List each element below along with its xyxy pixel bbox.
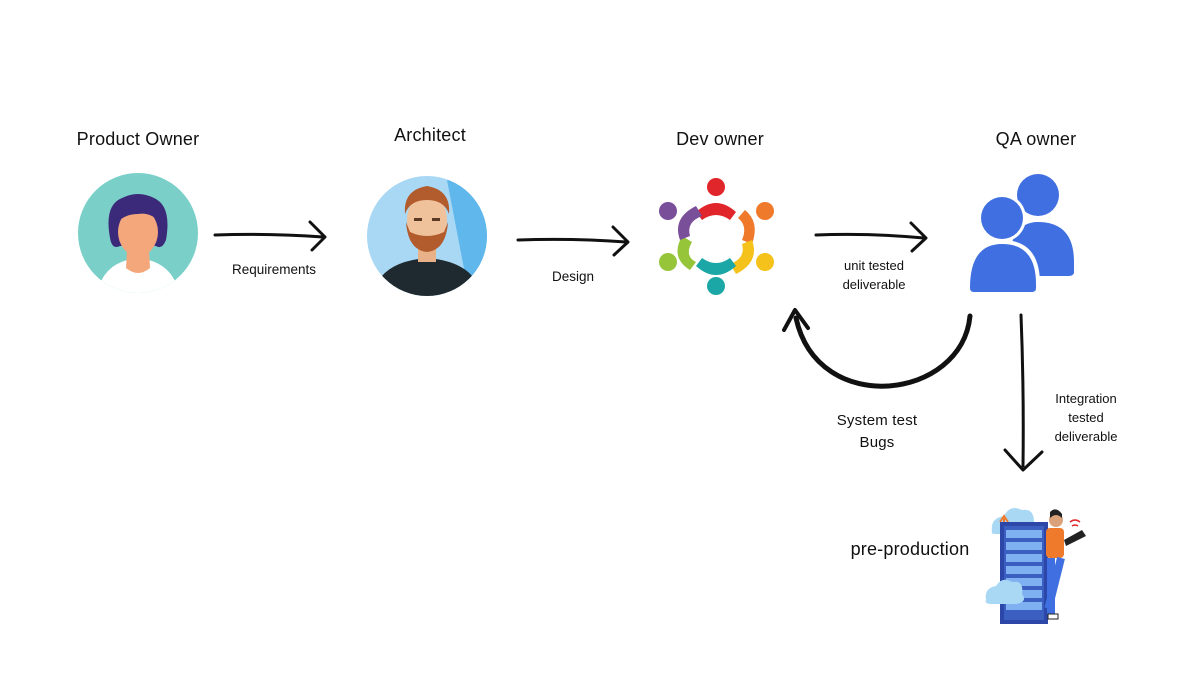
woman-avatar-icon — [78, 173, 198, 293]
arrow-unit-tested — [814, 221, 928, 253]
integration-line-3: deliverable — [1054, 429, 1118, 444]
unit-tested-line-1: unit tested — [844, 258, 904, 273]
arrow-requirements — [213, 220, 327, 252]
unit-tested-edge-label: unit tested deliverable — [820, 256, 928, 294]
requirements-edge-label: Requirements — [231, 262, 317, 277]
cloud-icon — [985, 579, 1024, 604]
system-test-bugs-edge-label: System test Bugs — [812, 410, 942, 454]
person-with-laptop-icon — [1044, 509, 1086, 620]
team-circle-icon — [659, 178, 774, 295]
design-edge-label: Design — [551, 269, 595, 284]
product-owner-label: Product Owner — [76, 129, 200, 149]
unit-tested-line-2: deliverable — [842, 277, 906, 292]
arrow-integration — [1003, 313, 1044, 472]
bearded-man-avatar-icon — [367, 176, 487, 296]
qa-owner-label: QA owner — [995, 129, 1077, 149]
user-group-icon — [966, 174, 1074, 296]
arrow-system-test-bugs — [782, 308, 973, 389]
architect-label: Architect — [394, 125, 466, 145]
pre-production-label: pre-production — [850, 539, 970, 559]
dev-owner-label: Dev owner — [676, 129, 764, 149]
server-rack-illustration-icon — [985, 508, 1086, 624]
system-test-line-2: Bugs — [859, 434, 895, 451]
integration-line-2: tested — [1068, 410, 1104, 425]
system-test-line-1: System test — [836, 412, 918, 429]
integration-edge-label: Integration tested deliverable — [1036, 389, 1136, 446]
integration-line-1: Integration — [1055, 391, 1117, 406]
arrow-design — [516, 225, 630, 257]
